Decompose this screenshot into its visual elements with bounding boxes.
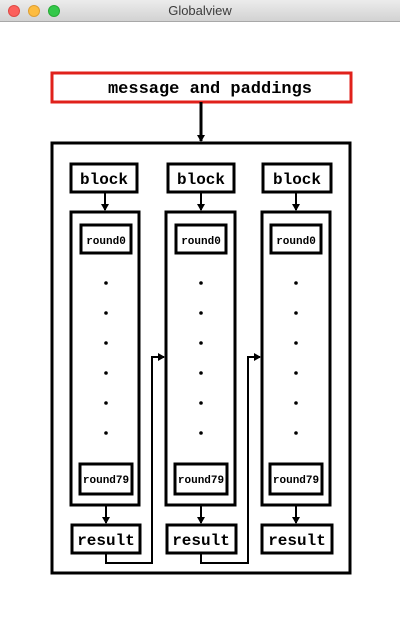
ellipsis-dot [104, 401, 108, 405]
rounds-panel [69, 210, 141, 507]
column-1: block round0 round79 result [164, 162, 238, 555]
block-label: block [177, 171, 225, 189]
ellipsis-dot [104, 281, 108, 285]
ellipsis-dot [199, 311, 203, 315]
ellipsis-dot [294, 431, 298, 435]
block-label: block [80, 171, 128, 189]
ellipsis-dot [199, 371, 203, 375]
result-box [165, 523, 238, 555]
result-label: result [172, 532, 230, 550]
round79-box [78, 462, 134, 496]
ellipsis-dot [294, 281, 298, 285]
block-box [69, 162, 139, 194]
round79-box [173, 462, 229, 496]
message-label: message and paddings [108, 80, 312, 99]
ellipsis-dot [199, 401, 203, 405]
block-label: block [273, 171, 321, 189]
chain-connector-1-2 [200, 353, 261, 564]
block-box [261, 162, 333, 194]
close-button[interactable] [8, 5, 20, 17]
ellipsis-dot [294, 311, 298, 315]
ellipsis-dot [104, 371, 108, 375]
round79-label: round79 [273, 475, 319, 487]
ellipsis-dot [294, 341, 298, 345]
message-box [50, 71, 353, 104]
ellipsis-dot [294, 401, 298, 405]
rounds-panel [164, 210, 237, 507]
round0-box [79, 223, 133, 255]
round0-label: round0 [86, 236, 126, 248]
round79-label: round79 [83, 475, 129, 487]
ellipsis-dot [104, 311, 108, 315]
result-label: result [268, 532, 326, 550]
ellipsis-dot [294, 371, 298, 375]
minimize-button[interactable] [28, 5, 40, 17]
column-0: block round0 round79 result [69, 162, 142, 555]
result-box [260, 523, 334, 555]
window-title: Globalview [168, 3, 232, 18]
ellipsis-dot [199, 341, 203, 345]
result-label: result [77, 532, 135, 550]
ellipsis-dot [199, 281, 203, 285]
outer-container [50, 141, 352, 575]
maximize-button[interactable] [48, 5, 60, 17]
ellipsis-dot [104, 431, 108, 435]
round0-box [174, 223, 228, 255]
ellipsis-dot [199, 431, 203, 435]
round0-label: round0 [276, 236, 316, 248]
round79-box [268, 462, 324, 496]
title-bar: Globalview [0, 0, 400, 22]
rounds-panel [260, 210, 332, 507]
round79-label: round79 [178, 475, 224, 487]
column-2: block round0 round79 result [260, 162, 334, 555]
block-diagram: message and paddings block round0 round7… [50, 71, 353, 575]
round0-box [269, 223, 323, 255]
chain-connector-0-1 [105, 353, 165, 564]
diagram-canvas: message and paddings block round0 round7… [0, 22, 400, 622]
ellipsis-dot [104, 341, 108, 345]
round0-label: round0 [181, 236, 221, 248]
